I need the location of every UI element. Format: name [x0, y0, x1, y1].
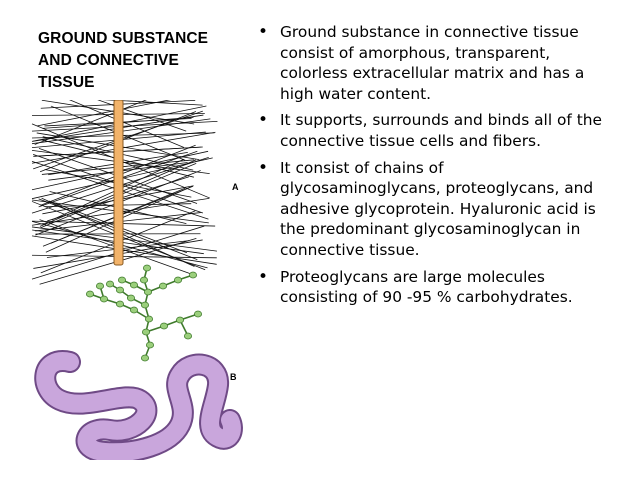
glycan-branch [86, 264, 202, 362]
glycan-bead [146, 341, 155, 349]
title-line-1: GROUND SUBSTANCE [38, 30, 209, 47]
bullet-item: Proteoglycans are large molecules consis… [256, 267, 606, 308]
glycan-bead [141, 354, 150, 362]
glycan-bead [130, 306, 139, 314]
glycan-bead [96, 282, 105, 290]
bristle-line [31, 220, 216, 227]
glycan-bead [143, 264, 152, 272]
glycan-bead [142, 328, 151, 336]
folded-protein-fill [36, 352, 241, 462]
bristle-line [31, 131, 216, 164]
figure-label-a: A [232, 182, 239, 192]
glycan-bead [100, 295, 109, 303]
slide-title: GROUND SUBSTANCE AND CONNECTIVE TISSUE [38, 28, 238, 94]
glycan-bead [141, 301, 150, 309]
bullet-item: It supports, surrounds and binds all of … [256, 110, 606, 151]
bristle-line [31, 235, 217, 265]
glycan-bead [144, 288, 153, 296]
glycan-bead [140, 276, 149, 284]
title-line-2: AND CONNECTIVE [38, 52, 179, 69]
glycan-bead [145, 315, 154, 323]
glycan-bead [193, 310, 202, 318]
proteoglycan-illustration: A B [30, 77, 260, 464]
glycan-bead [127, 294, 136, 302]
bristle-lines [31, 77, 218, 285]
bristle-line [31, 254, 217, 259]
bullet-item: Ground substance in connective tissue co… [256, 22, 606, 104]
glycan-bead [116, 286, 125, 294]
glycan-bead [188, 271, 197, 279]
bristle-line [31, 120, 218, 132]
glycan-bead [130, 281, 139, 289]
glycan-bead [159, 322, 168, 330]
glycan-bead [173, 276, 182, 284]
glycan-bead [158, 282, 167, 290]
bullet-item: It consist of chains of glycosaminoglyca… [256, 158, 606, 261]
glycan-bead [86, 290, 95, 298]
core-protein-rod [113, 99, 124, 266]
figure-svg [31, 77, 243, 464]
glycan-beads [86, 264, 202, 362]
title-line-3: TISSUE [38, 74, 95, 91]
glycan-bead [106, 280, 115, 288]
figure-label-b: B [230, 372, 237, 382]
glycan-bead [116, 300, 125, 308]
bullet-list: Ground substance in connective tissue co… [256, 22, 606, 314]
glycan-bead [118, 276, 127, 284]
glycan-bead [183, 332, 192, 340]
glycan-bead [175, 316, 184, 324]
